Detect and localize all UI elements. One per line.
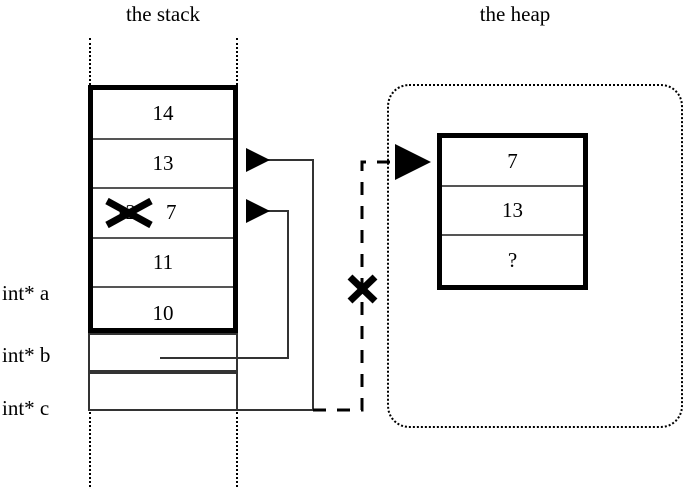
stack-cell-14: 14 [93, 90, 233, 140]
var-label-b: int* b [2, 343, 51, 367]
var-label-c: int* c [2, 396, 50, 420]
heap-title: the heap [479, 2, 551, 26]
stack-slot-b [88, 333, 238, 372]
stack-cell-10: 10 [93, 288, 233, 338]
heap-cell-value: 7 [507, 149, 518, 173]
heap-cell-value: ? [507, 248, 518, 272]
strikeout-x-icon [105, 198, 153, 229]
stack-left-dotted-top [89, 38, 91, 85]
invalidated-pointer-x-icon [347, 274, 378, 304]
stack-right-dotted-top [236, 38, 238, 85]
var-label-a: int* a [2, 281, 50, 305]
stack-cell-overwritten: 12 7 [93, 189, 233, 239]
stack-cell-value: 13 [152, 150, 174, 175]
stack-cell-11: 11 [93, 239, 233, 289]
stack-cell-old-value: 12 [105, 198, 153, 229]
stack-cell-new-value: 7 [166, 200, 177, 225]
stack-cell-value: 14 [152, 101, 174, 126]
heap-block: 7 13 ? [437, 133, 588, 290]
stack-frame: 14 13 12 7 11 10 [88, 85, 238, 333]
stack-cell-value: 11 [152, 250, 174, 275]
heap-cell-1: 13 [442, 187, 583, 236]
stack-slot-c [88, 372, 238, 411]
stack-right-dotted-bottom [236, 412, 238, 487]
stack-title: the stack [125, 2, 201, 26]
heap-cell-0: 7 [442, 138, 583, 187]
stack-cell-13: 13 [93, 140, 233, 190]
heap-cell-2: ? [442, 236, 583, 285]
stack-left-dotted-bottom [89, 412, 91, 487]
heap-cell-value: 13 [502, 198, 523, 222]
stack-cell-value: 10 [152, 300, 174, 325]
